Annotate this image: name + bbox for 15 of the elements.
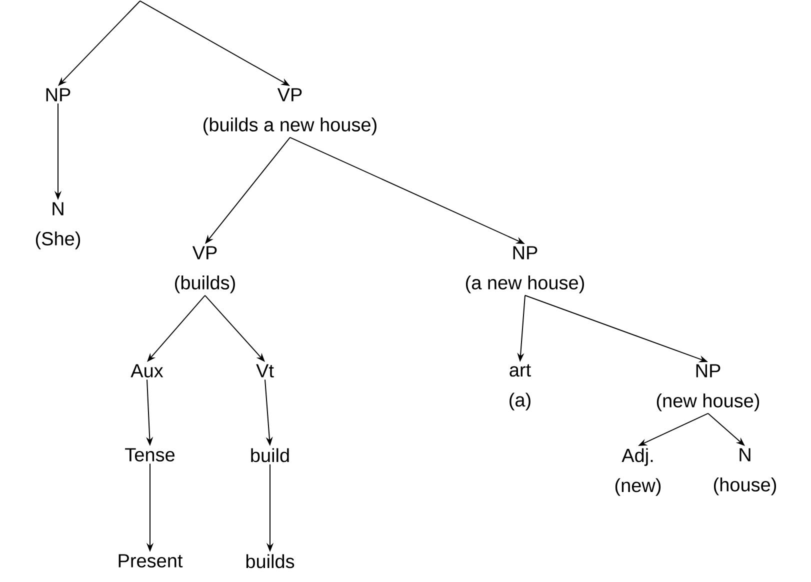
tree-node-label: Present bbox=[118, 554, 183, 568]
tree-node-label: build bbox=[251, 448, 289, 462]
tree-node-label: VP (builds) bbox=[175, 246, 235, 294]
tree-node-label: NP bbox=[46, 88, 70, 102]
tree-node-label: NP (new house) bbox=[656, 364, 760, 412]
tree-node-label: Tense bbox=[125, 448, 175, 462]
tree-node-label: NP (a new house) bbox=[466, 246, 584, 294]
tree-node-label: N (house) bbox=[714, 448, 776, 496]
tree-node-label: Vt bbox=[256, 364, 274, 378]
tree-node-label: Aux bbox=[130, 364, 164, 378]
tree-node-label: N (She) bbox=[36, 202, 80, 250]
tree-node-label: art (a) bbox=[510, 364, 531, 410]
tree-node-label: VP (builds a new house) bbox=[204, 88, 376, 136]
tree-node-label: builds bbox=[246, 554, 294, 568]
tree-node-label: Adj. (new) bbox=[615, 448, 661, 496]
